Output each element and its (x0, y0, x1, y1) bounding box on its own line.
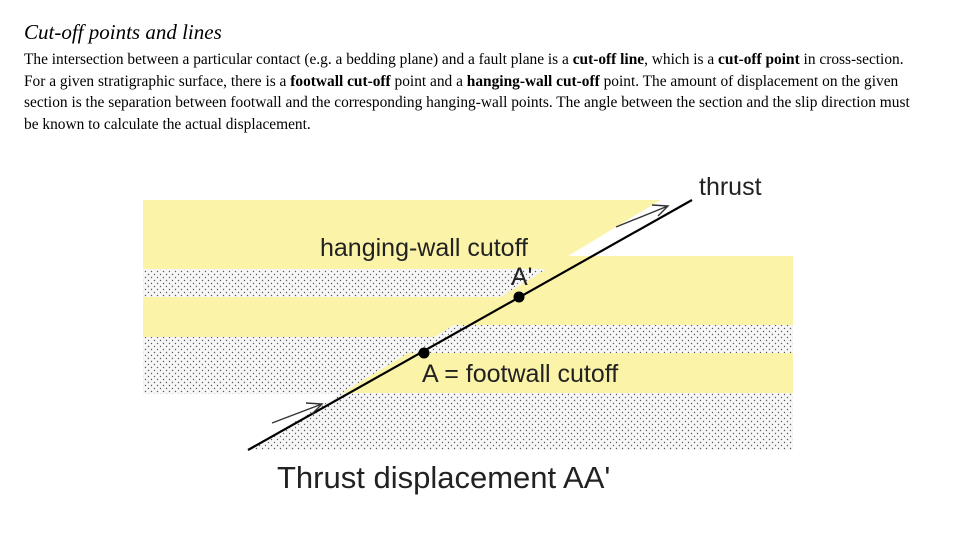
slip-arrow-upper (615, 204, 670, 228)
body-bold-hanging-wall-cutoff: hanging-wall cut-off (466, 72, 600, 90)
fw-shale-lower (248, 393, 793, 450)
thrust-fault-line (247, 199, 693, 451)
body-text-5: point. The amount of displacement on the… (24, 72, 910, 134)
body-text-4: point and a (390, 72, 467, 90)
body-paragraph: The intersection between a particular co… (24, 49, 924, 136)
body-text-3: in cross-section. For a given stratigrap… (24, 51, 904, 90)
body-bold-footwall-cutoff: footwall cut-off (290, 72, 391, 90)
body-bold-cutoff-point: cut-off point (718, 51, 800, 68)
a-prime-label: A' (511, 263, 532, 291)
body-text-1: The intersection between a particular co… (24, 51, 573, 68)
footwall-cutoff-label: A = footwall cutoff (422, 360, 618, 388)
a-prime-point (513, 291, 525, 303)
a-point (418, 347, 430, 359)
diagram-caption: Thrust displacement AA' (277, 460, 610, 495)
page-title: Cut-off points and lines (24, 20, 222, 44)
slip-arrow-lower (271, 402, 324, 424)
body-text-2: , which is a (644, 51, 719, 68)
thrust-label: thrust (699, 173, 762, 201)
body-bold-cutoff-line: cut-off line (572, 51, 645, 68)
hanging-wall-cutoff-label: hanging-wall cutoff (320, 234, 528, 262)
